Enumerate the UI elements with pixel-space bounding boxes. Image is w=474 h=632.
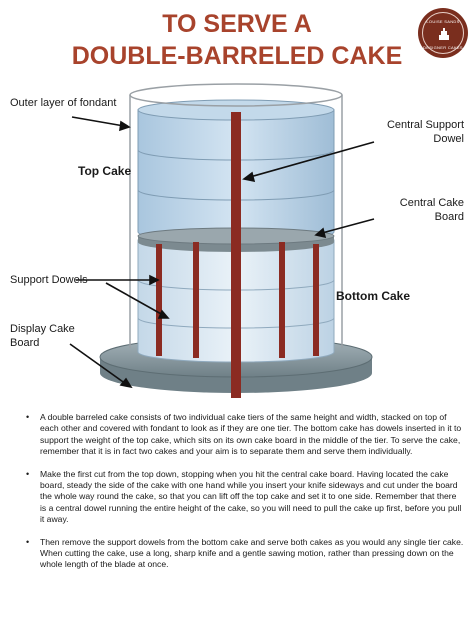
instruction-list: A double barreled cake consists of two i… bbox=[26, 412, 464, 582]
title-line-2: DOUBLE-BARRELED CAKE bbox=[71, 42, 403, 70]
instruction-item: Make the first cut from the top down, st… bbox=[26, 469, 464, 526]
callout-arrows bbox=[69, 116, 375, 389]
cake-icon bbox=[439, 28, 449, 40]
support-dowel bbox=[313, 244, 319, 356]
fondant-top-rim bbox=[129, 83, 343, 107]
title-line-1: TO SERVE A bbox=[162, 10, 312, 38]
label-display-cake-board: Display Cake Board bbox=[10, 323, 75, 349]
brand-logo: LOUISE SANDS DESIGNER CAKES bbox=[418, 8, 468, 58]
label-bottom-cake: Bottom Cake bbox=[336, 289, 411, 303]
support-dowels bbox=[156, 242, 319, 358]
label-outer-fondant: Outer layer of fondant bbox=[10, 97, 117, 109]
logo-top-text: LOUISE SANDS bbox=[426, 19, 460, 24]
support-dowel bbox=[156, 244, 162, 356]
support-dowel bbox=[279, 242, 285, 358]
cake-diagram bbox=[69, 83, 375, 398]
support-dowel bbox=[193, 242, 199, 358]
label-support-dowels: Support Dowels bbox=[10, 274, 88, 286]
label-top-cake: Top Cake bbox=[78, 164, 132, 178]
logo-bottom-text: DESIGNER CAKES bbox=[423, 45, 463, 50]
outer-fondant-layer bbox=[129, 95, 343, 348]
instruction-item: A double barreled cake consists of two i… bbox=[26, 412, 464, 458]
label-central-cake-board: Central Cake Board bbox=[399, 197, 464, 223]
label-central-support-dowel: Central Support Dowel bbox=[386, 119, 464, 145]
instruction-item: Then remove the support dowels from the … bbox=[26, 537, 464, 571]
central-support-dowel bbox=[231, 112, 241, 398]
